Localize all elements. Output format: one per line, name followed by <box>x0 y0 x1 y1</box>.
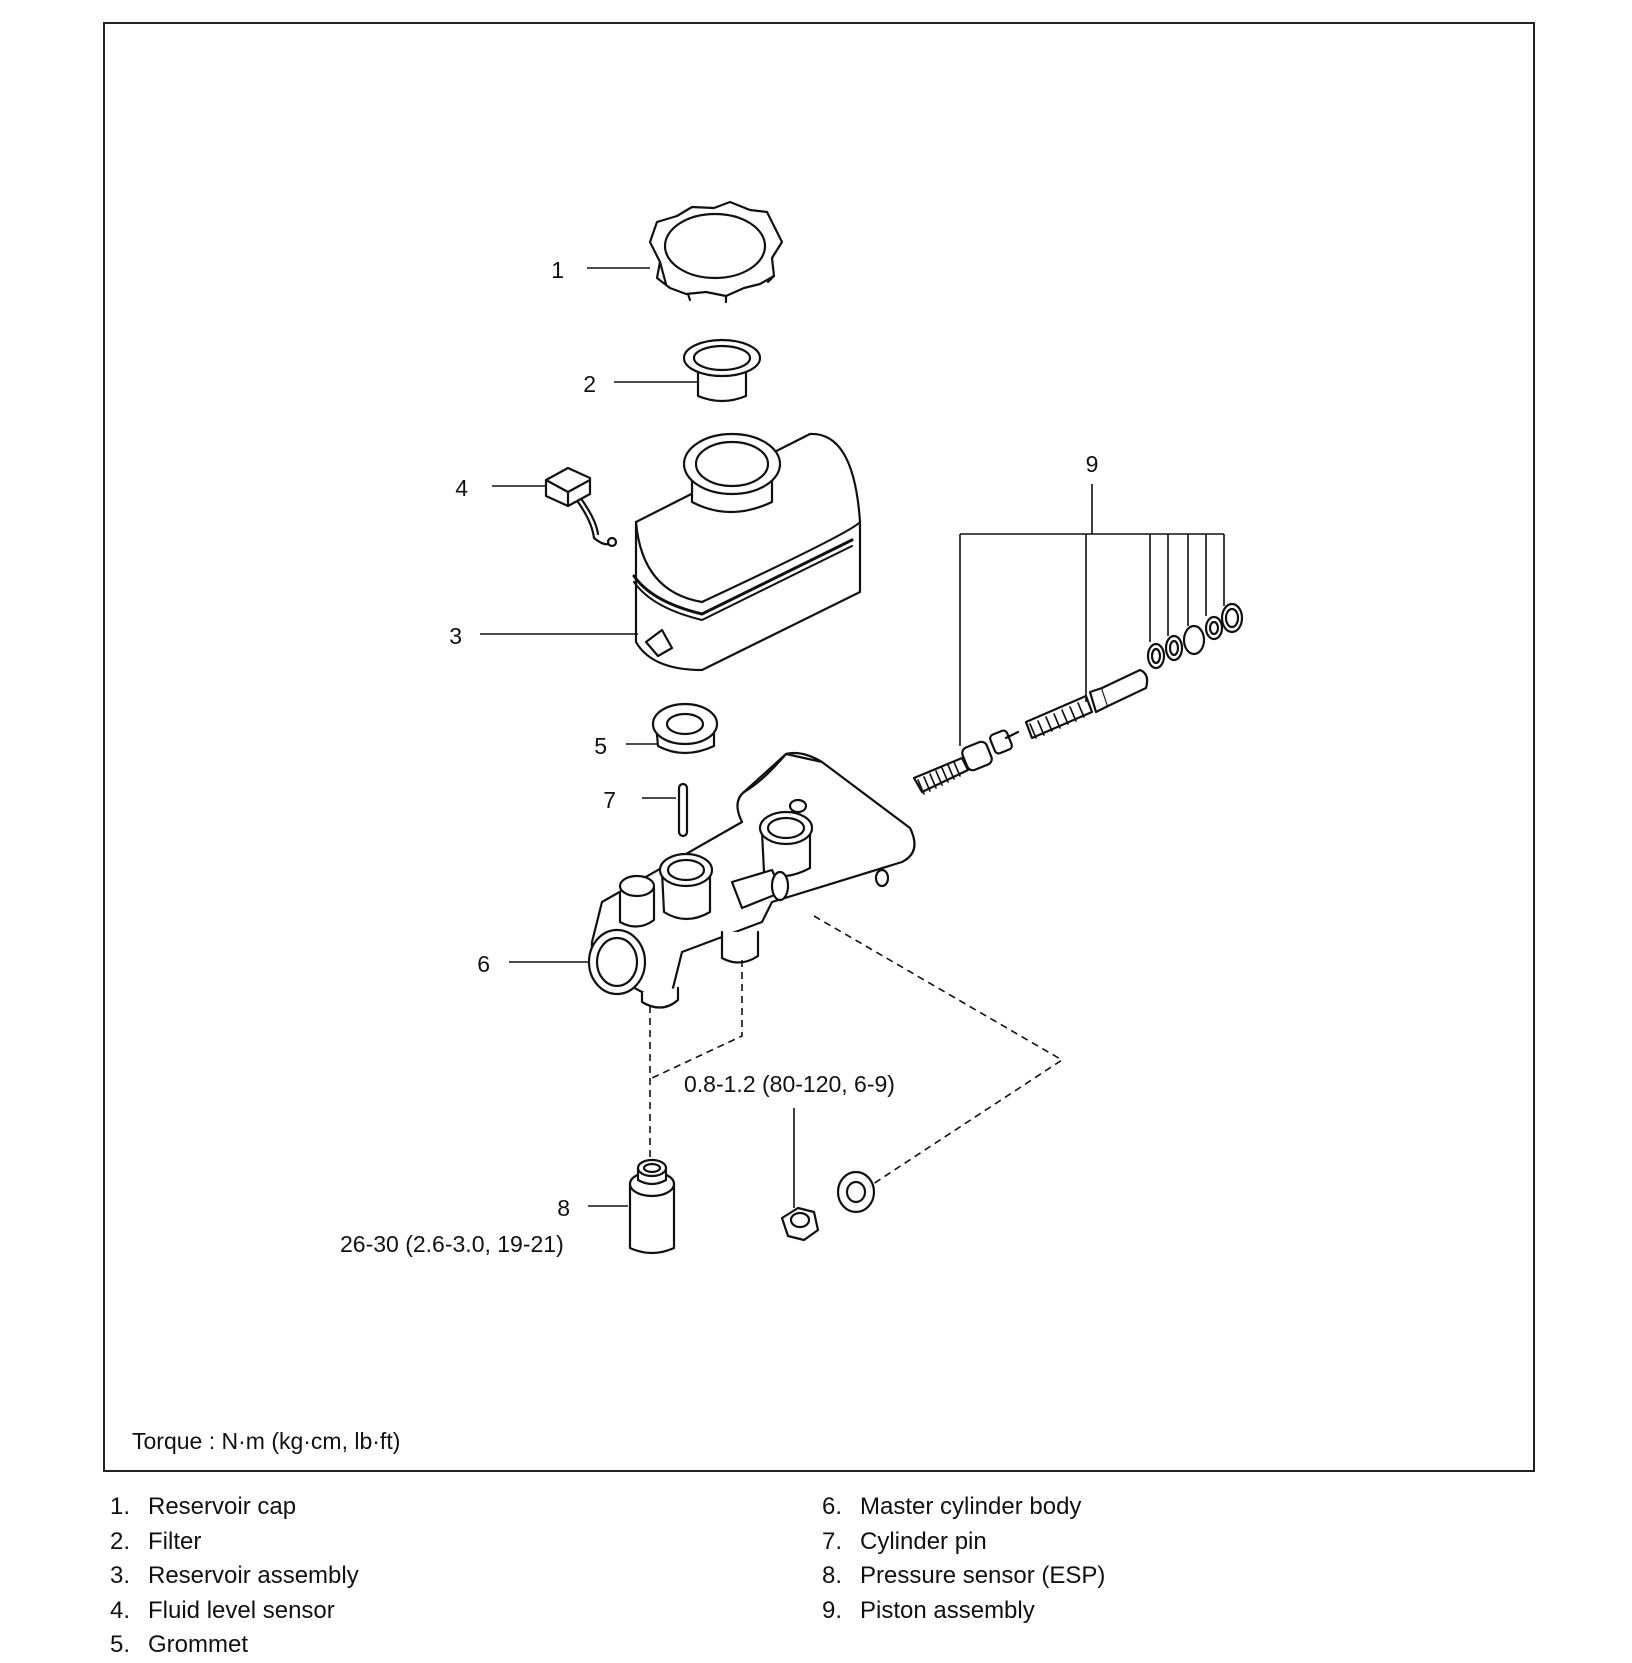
callout-6: 6 <box>477 951 490 977</box>
legend-label: Master cylinder body <box>860 1493 1082 1520</box>
legend-number: 8. <box>822 1562 843 1589</box>
legend-number: 3. <box>110 1562 131 1589</box>
legend-label: Cylinder pin <box>860 1527 987 1555</box>
legend-label: Fluid level sensor <box>148 1596 335 1624</box>
callout-1: 1 <box>551 257 564 283</box>
callout-7: 7 <box>603 787 616 813</box>
legend-item: 9. Piston assembly <box>822 1594 1105 1629</box>
legend-label: Piston assembly <box>860 1596 1035 1624</box>
flange-nut <box>780 1206 820 1242</box>
legend-column-right: 6. Master cylinder body 7. Cylinder pin 8.… <box>822 1490 1105 1628</box>
master-cylinder-body <box>587 751 916 1009</box>
legend-item: 3. Reservoir assembly <box>110 1559 359 1594</box>
piston-assembly <box>912 602 1244 795</box>
legend-number: 6. <box>822 1493 843 1520</box>
reservoir-assembly <box>632 432 862 672</box>
fluid-level-sensor <box>544 466 618 548</box>
cylinder-pin <box>677 782 689 838</box>
legend-label: Grommet <box>148 1631 249 1658</box>
legend-number: 5. <box>110 1631 131 1658</box>
torque-units-note: Torque : N·m (kg·cm, lb·ft) <box>132 1428 400 1454</box>
exploded-view-drawing: 1 2 4 3 5 7 6 8 9 0.8-1.2 (80-120, 6-9) … <box>132 200 1244 1454</box>
legend-label: Reservoir cap <box>148 1493 297 1520</box>
torque-body-nut: 0.8-1.2 (80-120, 6-9) <box>684 1071 895 1097</box>
legend-label: Reservoir assembly <box>148 1562 359 1589</box>
legend-column-left: 1. Reservoir cap 2. Filter 3. Reservoir ass… <box>110 1490 359 1663</box>
parts-legend: 1. Reservoir cap 2. Filter 3. Reservoir ass… <box>110 1490 1530 1660</box>
callout-9: 9 <box>1086 451 1099 477</box>
grommet <box>651 702 719 755</box>
pressure-sensor <box>628 1158 676 1255</box>
legend-item: 2. Filter <box>110 1525 359 1560</box>
legend-item: 6. Master cylinder body <box>822 1490 1105 1525</box>
assembly-dashed-lines <box>649 915 1064 1187</box>
legend-item: 4. Fluid level sensor <box>110 1594 359 1629</box>
callout-2: 2 <box>583 371 596 397</box>
legend-label: Filter <box>148 1527 202 1555</box>
legend-item: 5. Grommet <box>110 1628 359 1663</box>
legend-number: 4. <box>110 1596 131 1624</box>
legend-label: Pressure sensor (ESP) <box>860 1562 1106 1589</box>
exploded-view-figure: 1 2 4 3 5 7 6 8 9 0.8-1.2 (80-120, 6-9) … <box>103 22 1535 1472</box>
torque-pressure-sensor: 26-30 (2.6-3.0, 19-21) <box>340 1231 564 1257</box>
legend-item: 7. Cylinder pin <box>822 1525 1105 1560</box>
legend-number: 1. <box>110 1493 131 1520</box>
leader-lines <box>480 267 1225 1208</box>
callout-8: 8 <box>557 1195 570 1221</box>
legend-number: 2. <box>110 1527 131 1555</box>
legend-number: 9. <box>822 1596 843 1624</box>
filter <box>682 338 762 403</box>
callout-4: 4 <box>455 475 468 501</box>
legend-number: 7. <box>822 1527 843 1555</box>
legend-item: 8. Pressure sensor (ESP) <box>822 1559 1105 1594</box>
washer <box>836 1170 876 1214</box>
reservoir-cap <box>648 200 784 304</box>
callout-3: 3 <box>449 623 462 649</box>
legend-item: 1. Reservoir cap <box>110 1490 359 1525</box>
callout-5: 5 <box>594 733 607 759</box>
